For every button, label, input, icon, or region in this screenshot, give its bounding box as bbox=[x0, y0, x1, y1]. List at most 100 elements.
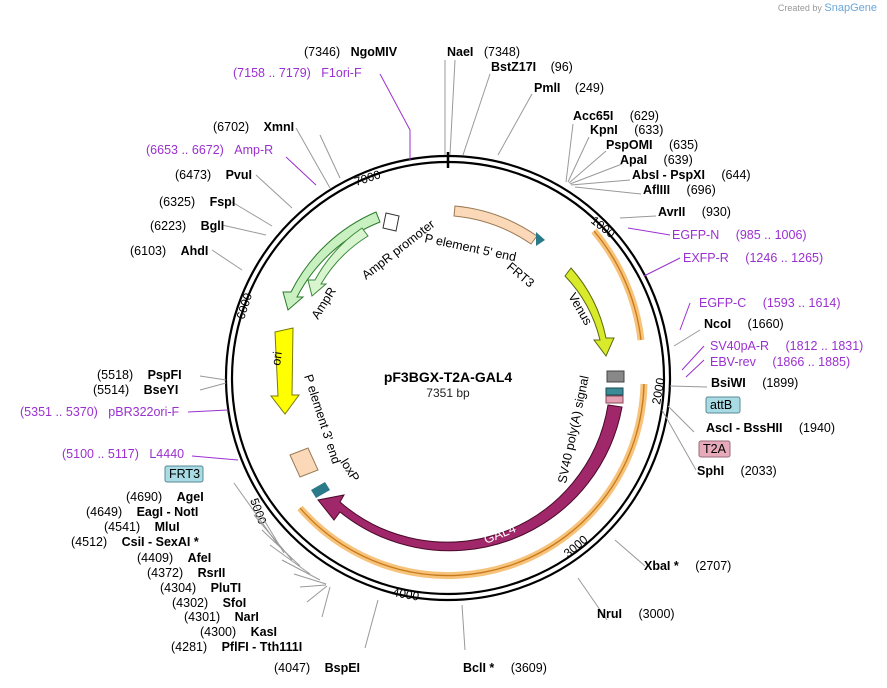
primer-l4440-range: (5100 .. 5117) bbox=[62, 447, 139, 461]
site-pflfi-pos: (4281) bbox=[171, 640, 207, 654]
site-nari: (4301) NarI bbox=[184, 608, 259, 625]
site-mlui-pos: (4541) bbox=[104, 520, 140, 534]
tick-4000: 4000 bbox=[391, 585, 420, 603]
site-ngomiv: (7346) NgoMIV bbox=[304, 43, 398, 60]
primer-egfp-c-name: EGFP-C bbox=[699, 296, 746, 310]
site-mlui: (4541) MluI bbox=[104, 518, 180, 535]
primer-f1ori-f-range: (7158 .. 7179) bbox=[233, 66, 311, 80]
plasmid-size: 7351 bp bbox=[426, 386, 470, 400]
site-xmni: (6702) XmnI bbox=[213, 118, 294, 135]
ori-feature[interactable] bbox=[269, 327, 300, 415]
primer-ebv-rev-range: (1866 .. 1885) bbox=[772, 355, 850, 369]
t2a-label-box bbox=[698, 440, 731, 458]
site-agei-pos: (4690) bbox=[126, 490, 162, 504]
site-bcli-name: BclI * bbox=[463, 661, 494, 675]
site-pmli-name: PmlI bbox=[534, 81, 560, 95]
site-naei: NaeI (7348) bbox=[447, 43, 520, 60]
site-kasi: (4300) KasI bbox=[200, 623, 277, 640]
site-bstz17i-name: BstZ17I bbox=[491, 60, 536, 74]
loxp-feature[interactable] bbox=[311, 482, 330, 498]
site-pvui-name: PvuI bbox=[226, 168, 252, 182]
site-pspomi-pos: (635) bbox=[669, 138, 698, 152]
site-kasi-name: KasI bbox=[251, 625, 277, 639]
ampr-inner-feature[interactable] bbox=[307, 227, 369, 297]
site-pluti-name: PluTI bbox=[211, 581, 242, 595]
site-afliii: AflIII (696) bbox=[643, 181, 716, 198]
site-bseyi-pos: (5514) bbox=[93, 383, 129, 397]
site-pflfi: (4281) PflFI - Tth111I bbox=[171, 638, 302, 655]
site-bseyi: (5514) BseYI bbox=[93, 381, 178, 398]
site-acc65i: Acc65I (629) bbox=[573, 107, 659, 124]
site-bsiwi-pos: (1899) bbox=[762, 376, 798, 390]
site-ngomiv-pos: (7346) bbox=[304, 45, 340, 59]
primer-egfp-n: EGFP-N (985 .. 1006) bbox=[672, 226, 807, 243]
site-fspi-name: FspI bbox=[210, 195, 236, 209]
primer-amp-r-range: (6653 .. 6672) bbox=[146, 143, 224, 157]
site-pspfi-name: PspFI bbox=[148, 368, 182, 382]
site-nari-name: NarI bbox=[235, 610, 259, 624]
site-pmli-pos: (249) bbox=[575, 81, 604, 95]
site-pluti-pos: (4304) bbox=[160, 581, 196, 595]
primer-ebv-rev-name: EBV-rev bbox=[710, 355, 757, 369]
site-afliii-pos: (696) bbox=[687, 183, 716, 197]
label-ori: ori bbox=[269, 351, 285, 367]
t2a-feature-box[interactable] bbox=[605, 395, 624, 404]
site-nrui-pos: (3000) bbox=[638, 607, 674, 621]
site-agei: (4690) AgeI bbox=[126, 488, 204, 505]
site-sphi-pos: (2033) bbox=[741, 464, 777, 478]
primer-egfp-c-range: (1593 .. 1614) bbox=[763, 296, 841, 310]
site-nrui-name: NruI bbox=[597, 607, 622, 621]
site-sfoi-name: SfoI bbox=[223, 596, 247, 610]
primer-egfp-n-range: (985 .. 1006) bbox=[736, 228, 807, 242]
site-agei-name: AgeI bbox=[177, 490, 204, 504]
site-ncoi-pos: (1660) bbox=[748, 317, 784, 331]
site-pluti: (4304) PluTI bbox=[160, 579, 241, 596]
primer-egfp-n-name: EGFP-N bbox=[672, 228, 719, 242]
p-element-3-end-feature[interactable] bbox=[289, 447, 319, 478]
gal4-feature[interactable] bbox=[317, 404, 623, 552]
site-afei-name: AfeI bbox=[188, 551, 212, 565]
site-bstz17i: BstZ17I (96) bbox=[491, 58, 573, 75]
site-xbai: XbaI * (2707) bbox=[644, 557, 731, 574]
site-eagi: (4649) EagI - NotI bbox=[86, 503, 198, 520]
site-fspi-pos: (6325) bbox=[159, 195, 195, 209]
site-bsiwi-name: BsiWI bbox=[711, 376, 746, 390]
site-apai: ApaI (639) bbox=[620, 151, 693, 168]
label-attb: attB bbox=[710, 398, 732, 412]
site-bgli-name: BglI bbox=[201, 219, 225, 233]
attb-feature-box[interactable] bbox=[605, 387, 624, 396]
primer-sv40pa-r-name: SV40pA-R bbox=[710, 339, 769, 353]
site-xmni-name: XmnI bbox=[264, 120, 295, 134]
ampr-promoter-feature[interactable] bbox=[382, 212, 400, 232]
p-element-5-end-feature[interactable] bbox=[453, 205, 538, 245]
site-asci: AscI - BssHII (1940) bbox=[706, 419, 835, 436]
site-ahdi-pos: (6103) bbox=[130, 244, 166, 258]
site-csii: (4512) CsiI - SexAI * bbox=[71, 533, 199, 550]
site-naei-name: NaeI bbox=[447, 45, 473, 59]
site-apai-name: ApaI bbox=[620, 153, 647, 167]
site-avrii-pos: (930) bbox=[702, 205, 731, 219]
site-sphi-name: SphI bbox=[697, 464, 724, 478]
site-absi-pos: (644) bbox=[721, 168, 750, 182]
site-apai-pos: (639) bbox=[664, 153, 693, 167]
primer-amp-r-name: Amp-R bbox=[234, 143, 273, 157]
primer-exfp-r-name: EXFP-R bbox=[683, 251, 729, 265]
site-pmli: PmlI (249) bbox=[534, 79, 604, 96]
site-pspomi: PspOMI (635) bbox=[606, 136, 698, 153]
site-absi: AbsI - PspXI (644) bbox=[632, 166, 751, 183]
site-bgli: (6223) BglI bbox=[150, 217, 224, 234]
site-xbai-pos: (2707) bbox=[695, 559, 731, 573]
site-sfoi: (4302) SfoI bbox=[172, 594, 246, 611]
site-fspi: (6325) FspI bbox=[159, 193, 235, 210]
venus-feature[interactable] bbox=[564, 267, 615, 357]
site-afei: (4409) AfeI bbox=[137, 549, 211, 566]
site-bcli: BclI * (3609) bbox=[463, 659, 547, 676]
site-asci-pos: (1940) bbox=[799, 421, 835, 435]
primer-amp-r: (6653 .. 6672) Amp-R bbox=[146, 141, 273, 158]
gal4-outer-arc-line bbox=[299, 383, 645, 577]
sv40-feature-box[interactable] bbox=[606, 370, 625, 383]
primer-sv40pa-r-range: (1812 .. 1831) bbox=[786, 339, 864, 353]
site-kpni-name: KpnI bbox=[590, 123, 618, 137]
site-sfoi-pos: (4302) bbox=[172, 596, 208, 610]
